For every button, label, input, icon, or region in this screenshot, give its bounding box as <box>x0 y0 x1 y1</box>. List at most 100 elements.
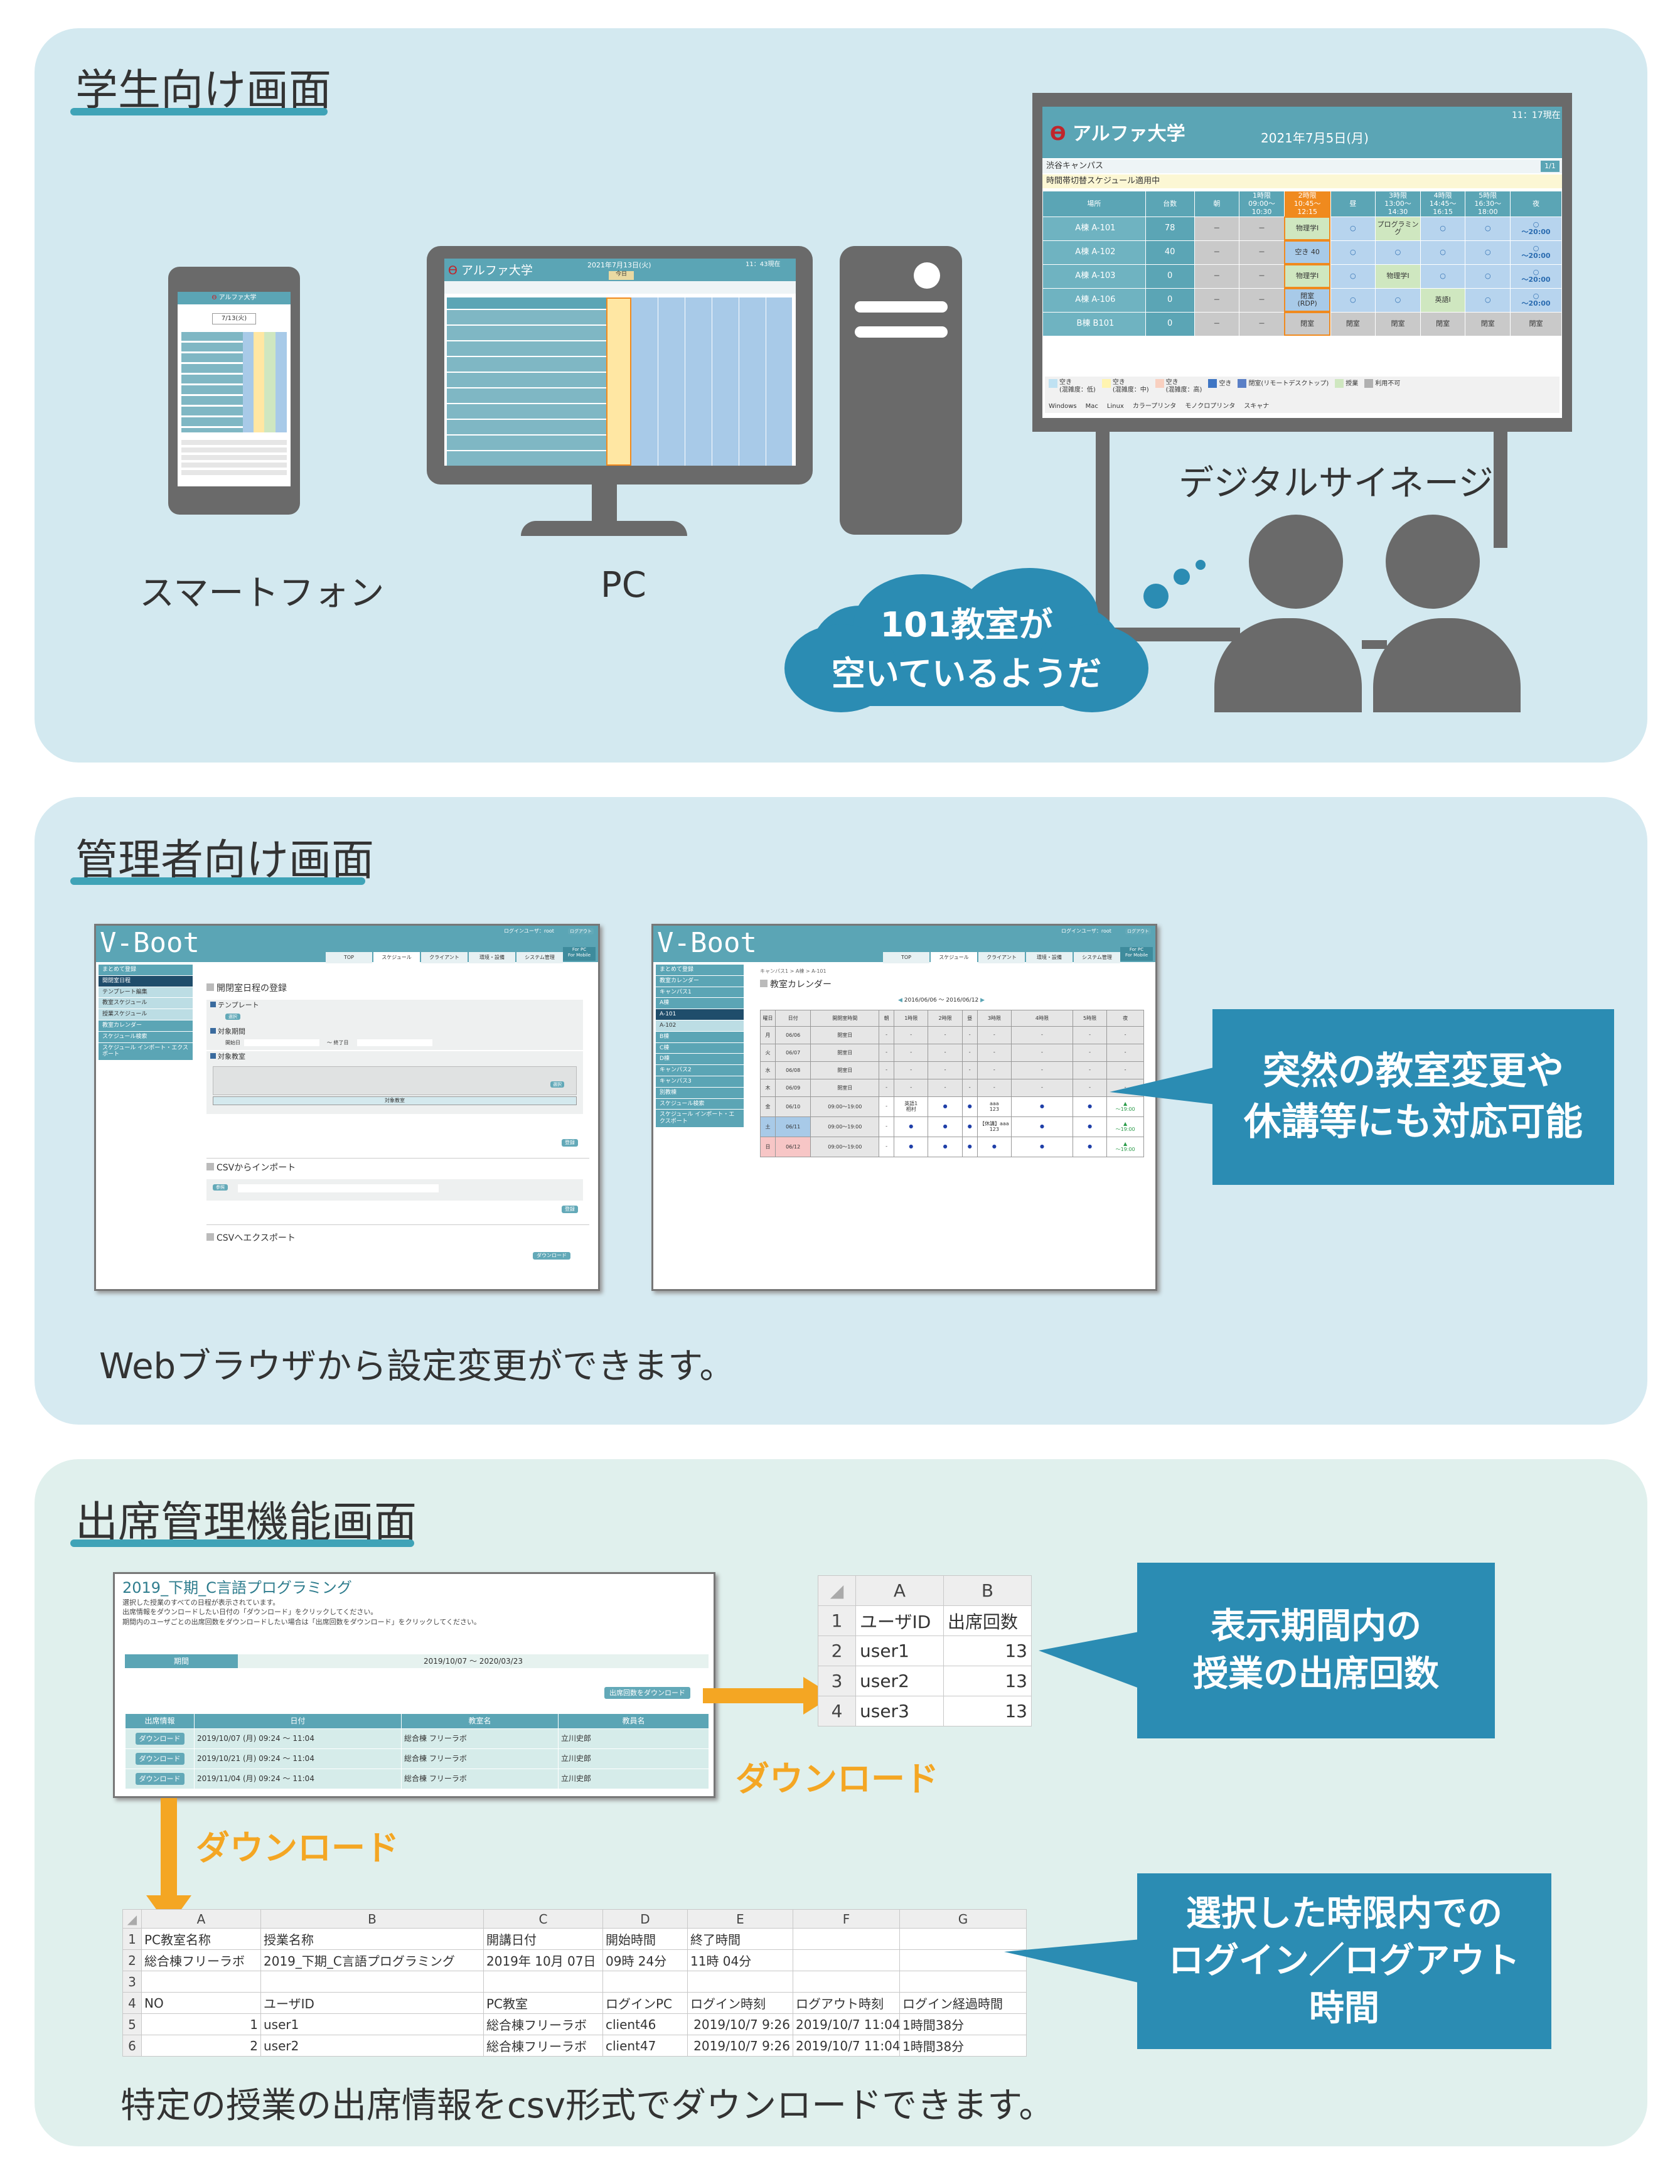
sidebar-item[interactable]: 教室スケジュール <box>99 998 193 1010</box>
attendance-download-button[interactable]: ダウンロード <box>135 1772 185 1785</box>
admin-tab[interactable]: クライアント <box>421 952 468 963</box>
sheet-col-header: A <box>141 1909 261 1929</box>
admin1-logout-button[interactable]: ログアウト <box>568 928 594 935</box>
sidebar-item[interactable]: 教室カレンダー <box>99 1020 193 1032</box>
signage-slot-cell: 閉室 <box>1283 311 1331 336</box>
sheet-cell: client46 <box>602 2013 688 2035</box>
prev-week-icon[interactable]: ◀ <box>898 997 902 1004</box>
sheet-col-header: D <box>602 1909 688 1929</box>
next-week-icon[interactable]: ▶ <box>980 997 985 1004</box>
admin-tab[interactable]: クライアント <box>978 952 1025 963</box>
sidebar-item[interactable]: まとめて登録 <box>99 965 193 976</box>
attendance-screenshot: 2019_下期_C言語プログラミング 選択した授業のすべての日程が表示されていま… <box>113 1572 715 1798</box>
phone-header: Ɵ アルファ大学 <box>178 292 291 304</box>
pc-date: 2021年7月13日(火) <box>587 261 651 269</box>
smartphone-device: Ɵ アルファ大学 7/13(火) <box>168 267 300 515</box>
sheet-cell: ログインPC <box>602 1992 688 2014</box>
calendar-slot-cell: ● <box>961 1096 978 1117</box>
sidebar-item[interactable]: スケジュール インポート・エクスポート <box>656 1110 744 1128</box>
sidebar-item[interactable]: D棟 <box>656 1054 744 1066</box>
pc-today-button[interactable]: 今日 <box>609 271 634 280</box>
admin-tab[interactable]: スケジュール <box>931 952 977 963</box>
signage-legend-item: 空き (混雑度：高) <box>1155 379 1202 394</box>
admin1-end-input[interactable] <box>357 1039 432 1046</box>
sidebar-item[interactable]: 教室カレンダー <box>656 975 744 987</box>
admin-tab[interactable]: システム管理 <box>1074 952 1120 963</box>
sidebar-item[interactable]: まとめて登録 <box>656 965 744 976</box>
admin-tab[interactable]: スケジュール <box>373 952 420 963</box>
sidebar-item[interactable]: C棟 <box>656 1042 744 1054</box>
admin-tab[interactable]: 環境・設備 <box>469 952 515 963</box>
signage-slot-cell: ○ <box>1330 216 1376 241</box>
admin1-select-button[interactable]: 選択 <box>225 1014 240 1020</box>
sidebar-item[interactable]: キャンパス1 <box>656 987 744 998</box>
admin-tab[interactable]: TOP <box>326 952 372 963</box>
sidebar-item[interactable]: キャンパス2 <box>656 1065 744 1076</box>
calendar-header-cell: 朝 <box>879 1010 895 1027</box>
sheet-row-header: 4 <box>818 1696 856 1726</box>
calendar-header-cell: 2時限 <box>928 1010 963 1027</box>
signage-slot-cell: ○ <box>1375 240 1421 265</box>
signage-date: 2021年7月5日(月) <box>1261 131 1369 146</box>
calendar-slot-cell: - <box>1011 1044 1073 1062</box>
sidebar-item[interactable]: スケジュール検索 <box>99 1031 193 1043</box>
admin1-start-input[interactable] <box>244 1039 319 1046</box>
student-section-title: 学生向け画面 <box>75 66 332 115</box>
sheet-col-header: G <box>899 1909 1027 1929</box>
admin1-user: ログインユーザ：root <box>504 928 554 934</box>
speech-text: 101教室が 空いているようだ <box>831 604 1102 693</box>
sidebar-item[interactable]: A-101 <box>656 1009 744 1020</box>
admin-tab[interactable]: 環境・設備 <box>1026 952 1073 963</box>
legend-swatch-icon <box>1049 379 1057 388</box>
pc-monitor: Ɵ アルファ大学 2021年7月13日(火) 11：43現在 今日 <box>427 246 813 484</box>
attendance-download-button[interactable]: ダウンロード <box>135 1732 185 1745</box>
legend-equipment-label: Linux <box>1106 403 1124 410</box>
admin1-forpc-button[interactable]: For PC For Mobile <box>563 947 596 961</box>
sheet-cell: 1時間38分 <box>899 2035 1027 2057</box>
sidebar-item[interactable]: A棟 <box>656 998 744 1010</box>
sheet-cell: user2 <box>260 2035 484 2057</box>
pc-current-period-column <box>606 297 631 466</box>
attendance-period-bar: 期間 2019/10/07 〜 2020/03/23 <box>125 1654 709 1668</box>
sidebar-item[interactable]: 授業スケジュール <box>99 1009 193 1020</box>
sidebar-item[interactable]: A-102 <box>656 1020 744 1032</box>
admin1-download-button[interactable]: ダウンロード <box>533 1252 570 1260</box>
calendar-header-cell: 夜 <box>1106 1010 1144 1027</box>
admin1-room-button[interactable]: 対象教室 <box>213 1096 577 1105</box>
admin1-import-register-button[interactable]: 登録 <box>562 1206 578 1213</box>
sheet-cell: 開講日付 <box>483 1928 603 1950</box>
attendance-download-button[interactable]: ダウンロード <box>135 1752 185 1765</box>
admin1-file-input[interactable] <box>238 1184 439 1192</box>
sidebar-item[interactable]: 開閉室日程 <box>99 975 193 987</box>
count-callout: 表示期間内の 授業の出席回数 <box>1137 1563 1495 1738</box>
calendar-slot-cell: - <box>1011 1026 1073 1044</box>
calendar-slot-cell: ● <box>961 1137 978 1157</box>
admin-tab[interactable]: TOP <box>883 952 929 963</box>
attendance-count-download-button[interactable]: 出席回数をダウンロード <box>604 1687 690 1700</box>
sheet-cell <box>793 1949 900 1971</box>
sidebar-item[interactable]: B棟 <box>656 1031 744 1043</box>
signage-slot-cell: ○ <box>1420 216 1466 241</box>
sidebar-item[interactable]: スケジュール インポート・エクスポート <box>99 1042 193 1061</box>
admin2-forpc-button[interactable]: For PC For Mobile <box>1120 947 1153 961</box>
admin-tab[interactable]: システム管理 <box>516 952 563 963</box>
sheet-cell: 2 <box>141 2035 261 2057</box>
signage-time: 11：17現在 <box>1512 110 1561 120</box>
sidebar-item[interactable]: テンプレート編集 <box>99 987 193 998</box>
admin1-ref-button[interactable]: 参照 <box>213 1184 228 1191</box>
admin1-csv-export-heading: CSVへエクスポート <box>206 1233 296 1244</box>
sidebar-item[interactable]: キャンパス3 <box>656 1076 744 1088</box>
admin2-logout-button[interactable]: ログアウト <box>1125 928 1151 935</box>
admin1-room-select-button[interactable]: 選択 <box>550 1081 564 1088</box>
calendar-slot-cell: 【休講】aaa 123 <box>976 1116 1012 1137</box>
sidebar-item[interactable]: スケジュール検索 <box>656 1098 744 1110</box>
person-2-body-icon <box>1373 618 1521 712</box>
sidebar-item[interactable]: 別教棟 <box>656 1087 744 1099</box>
sheet-row-header: 3 <box>818 1666 856 1696</box>
admin1-register-button[interactable]: 登録 <box>562 1139 578 1147</box>
